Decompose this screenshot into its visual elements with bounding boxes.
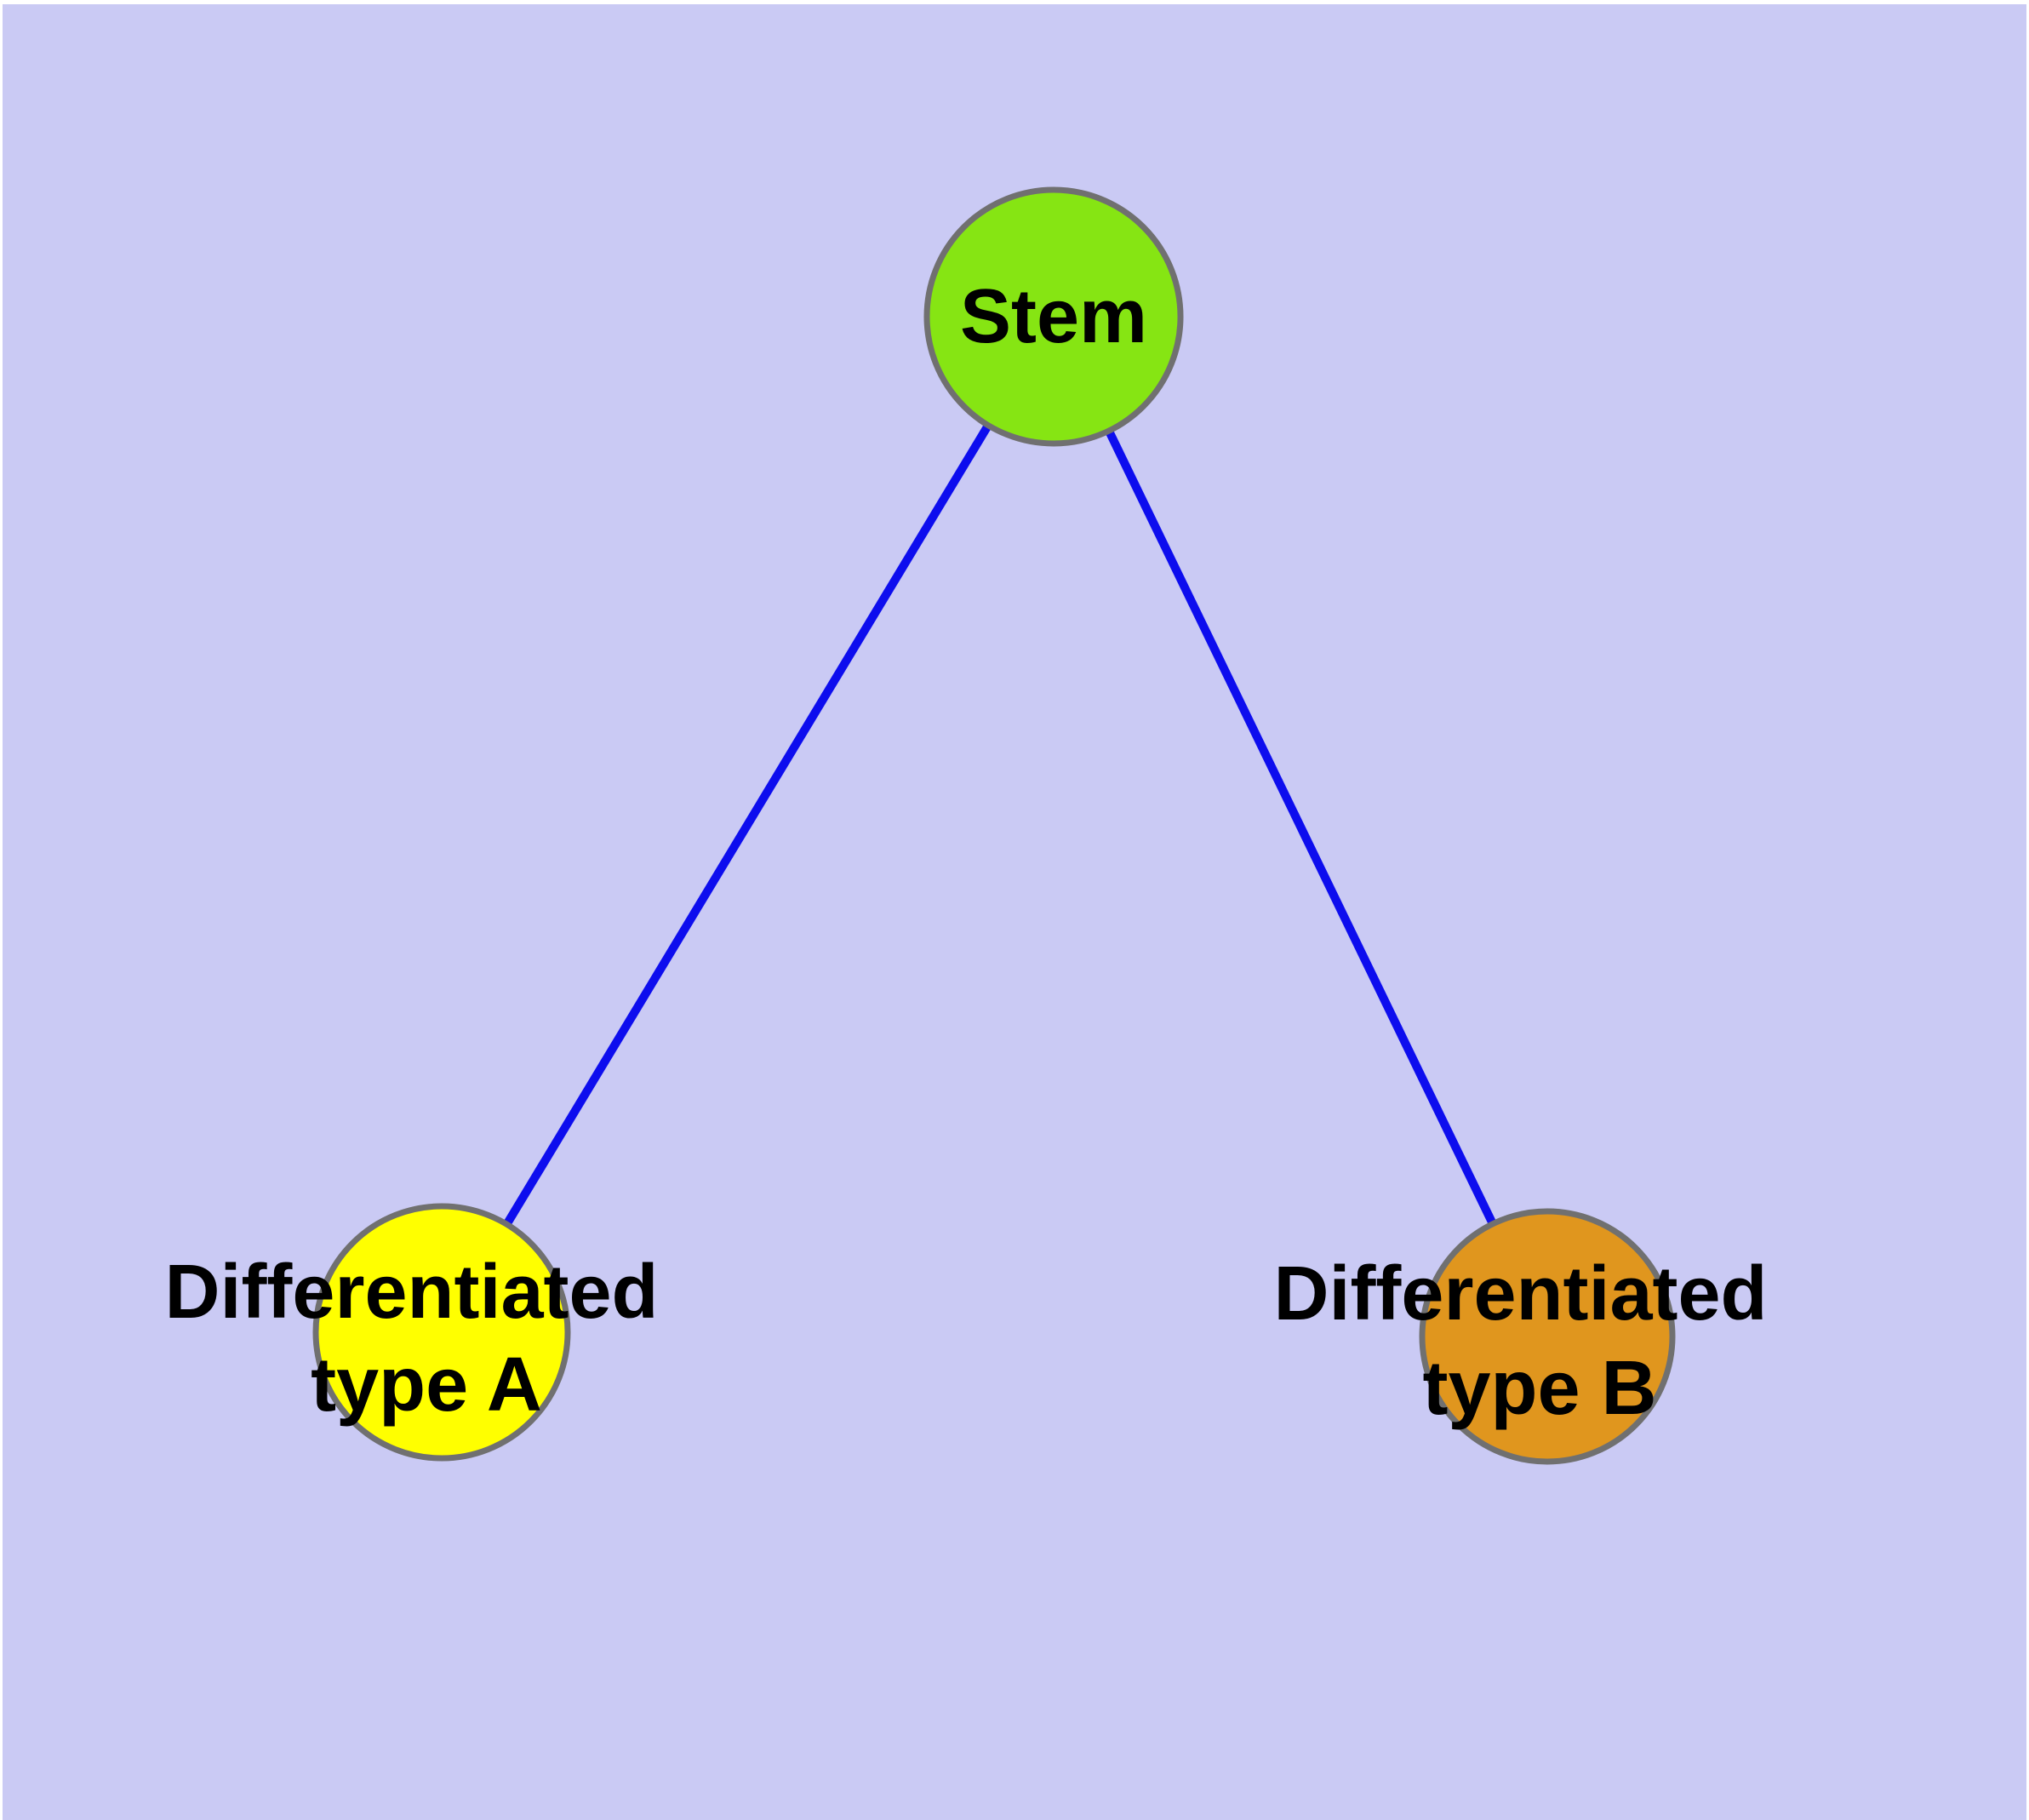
node-type-b-label-line1: Differentiated bbox=[1273, 1251, 1767, 1336]
edge-stem-to-type-b bbox=[1049, 314, 1552, 1339]
node-type-b-label: Differentiated type B bbox=[1273, 1251, 1788, 1431]
node-stem-circle bbox=[923, 186, 1184, 447]
edge-stem-to-type-a bbox=[437, 314, 1058, 1335]
node-type-b-label-line2: type B bbox=[1422, 1346, 1656, 1431]
node-type-a-label: Differentiated type A bbox=[164, 1250, 679, 1428]
node-type-a-label-line2: type A bbox=[311, 1342, 542, 1428]
node-type-a-label-line1: Differentiated bbox=[164, 1250, 658, 1335]
node-stem-label: Stem bbox=[960, 274, 1147, 359]
node-type-a-circle bbox=[312, 1203, 571, 1462]
node-type-b-circle bbox=[1419, 1208, 1676, 1465]
